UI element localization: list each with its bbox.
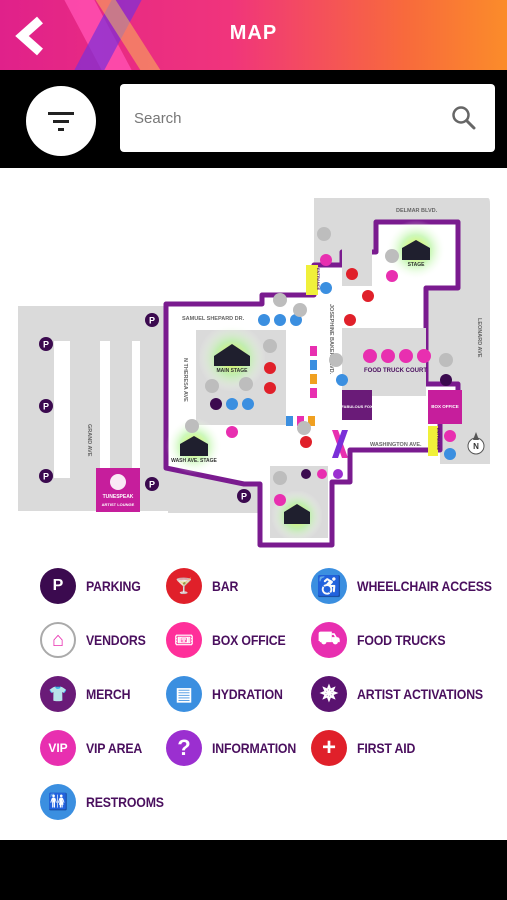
entrance-marker[interactable]: [428, 426, 438, 456]
legend-item-vendors[interactable]: ⌂ VENDORS: [40, 620, 154, 660]
map-label-main-stage: MAIN STAGE: [216, 368, 248, 374]
legend-label: FOOD TRUCKS: [357, 632, 446, 648]
search-icon[interactable]: [451, 105, 477, 131]
street-label: GRAND AVE: [86, 424, 92, 457]
location-pins[interactable]: [185, 227, 453, 485]
svg-text:P: P: [43, 402, 49, 412]
parking-icon: P: [40, 568, 76, 604]
food-trucks-icon: ⛟: [311, 622, 347, 658]
map-label-entrance: ENTRANCE: [316, 268, 321, 291]
food-truck-icons[interactable]: [363, 349, 431, 363]
legend-label: MERCH: [86, 686, 131, 702]
legend-label: VIP AREA: [86, 740, 143, 756]
header-bar: MAP: [0, 0, 507, 70]
legend-item-bar[interactable]: 🍸 BAR: [166, 566, 242, 606]
svg-text:P: P: [149, 480, 155, 490]
artist-activations-icon: ✵: [311, 676, 347, 712]
page-title: MAP: [229, 22, 278, 44]
map-label-entrance: ENTRANCE: [436, 428, 441, 451]
merch-icon: 👕: [40, 676, 76, 712]
vendor-tents[interactable]: [286, 346, 317, 426]
legend-item-merch[interactable]: 👕 MERCH: [40, 674, 136, 714]
bottom-bar: [0, 840, 507, 900]
street-label: SAMUEL SHEPARD DR.: [182, 316, 245, 322]
legend-label: HYDRATION: [212, 686, 283, 702]
legend-item-information[interactable]: ? INFORMATION: [166, 728, 308, 768]
street-label: JOSEPHINE BAKER BLVD.: [328, 304, 334, 375]
filter-icon: [48, 112, 74, 131]
legend-label: BOX OFFICE: [212, 632, 286, 648]
map-label-box-office: BOX OFFICE: [431, 404, 459, 409]
vip-icon: VIP: [40, 730, 76, 766]
box-office-block[interactable]: [428, 390, 462, 424]
stage-icons[interactable]: [180, 240, 430, 524]
fabulous-fox-block[interactable]: [342, 390, 372, 420]
information-icon: ?: [166, 730, 202, 766]
amenity-markers[interactable]: [210, 254, 456, 506]
back-button[interactable]: [8, 12, 56, 60]
filter-button[interactable]: [26, 86, 96, 156]
legend-item-restrooms[interactable]: 🚻 RESTROOMS: [40, 782, 174, 822]
box-office-icon: 🎟: [166, 622, 202, 658]
legend-item-wheelchair[interactable]: ♿ WHEELCHAIR ACCESS: [311, 566, 507, 606]
north-arrow-icon: N: [467, 432, 485, 455]
legend-label: ARTIST ACTIVATIONS: [357, 686, 483, 702]
map-label-food-truck-court: FOOD TRUCK COURT: [364, 368, 427, 374]
map-label-artist-lounge: ARTIST LOUNGE: [102, 502, 135, 507]
x-logo: [64, 0, 161, 70]
parking-markers[interactable]: P P P P P P: [39, 313, 251, 503]
first-aid-icon: +: [311, 730, 347, 766]
legend-item-vip[interactable]: VIP VIP AREA: [40, 728, 150, 768]
map-label-stage: STAGE: [408, 262, 426, 268]
legend-item-hydration[interactable]: ▤ HYDRATION: [166, 674, 292, 714]
entrance-marker[interactable]: [306, 265, 318, 295]
map-label-wash-stage: WASH AVE. STAGE: [171, 458, 217, 464]
legend-item-first-aid[interactable]: + FIRST AID: [311, 728, 423, 768]
search-box: [120, 84, 495, 152]
svg-text:P: P: [43, 472, 49, 482]
hydration-icon: ▤: [166, 676, 202, 712]
wheelchair-icon: ♿: [311, 568, 347, 604]
map-label-tunespeak: TUNESPEAK: [103, 494, 134, 500]
legend-label: VENDORS: [86, 632, 146, 648]
search-toolbar: [0, 70, 507, 168]
svg-text:P: P: [241, 492, 247, 502]
legend-label: INFORMATION: [212, 740, 297, 756]
street-label: N THERESA AVE: [182, 358, 188, 402]
street-label: WASHINGTON AVE.: [370, 442, 422, 448]
svg-text:N: N: [473, 442, 479, 451]
svg-text:P: P: [149, 316, 155, 326]
svg-text:P: P: [43, 340, 49, 350]
street-label: DELMAR BLVD.: [396, 208, 438, 214]
legend-label: FIRST AID: [357, 740, 416, 756]
festival-map[interactable]: MAIN STAGE WASH AVE. STAGE STAGE DELMAR …: [0, 168, 507, 548]
legend-label: WHEELCHAIR ACCESS: [357, 578, 492, 594]
x-logo-marker: [332, 430, 348, 458]
legend-item-artist-activations[interactable]: ✵ ARTIST ACTIVATIONS: [311, 674, 500, 714]
legend-item-food-trucks[interactable]: ⛟ FOOD TRUCKS: [311, 620, 457, 660]
restrooms-icon: 🚻: [40, 784, 76, 820]
legend-item-parking[interactable]: P PARKING: [40, 566, 148, 606]
bar-icon: 🍸: [166, 568, 202, 604]
legend-label: RESTROOMS: [86, 794, 164, 810]
legend-label: PARKING: [86, 578, 141, 594]
map-label-fabulous-fox: FABULOUS FOX: [341, 404, 373, 409]
street-label: LEONARD AVE: [476, 318, 482, 358]
chevron-left-icon: [15, 16, 43, 56]
legend-label: BAR: [212, 578, 239, 594]
map-content: MAIN STAGE WASH AVE. STAGE STAGE DELMAR …: [0, 168, 507, 840]
search-input[interactable]: [134, 104, 434, 132]
vendors-icon: ⌂: [40, 622, 76, 658]
legend-item-box-office[interactable]: 🎟 BOX OFFICE: [166, 620, 296, 660]
